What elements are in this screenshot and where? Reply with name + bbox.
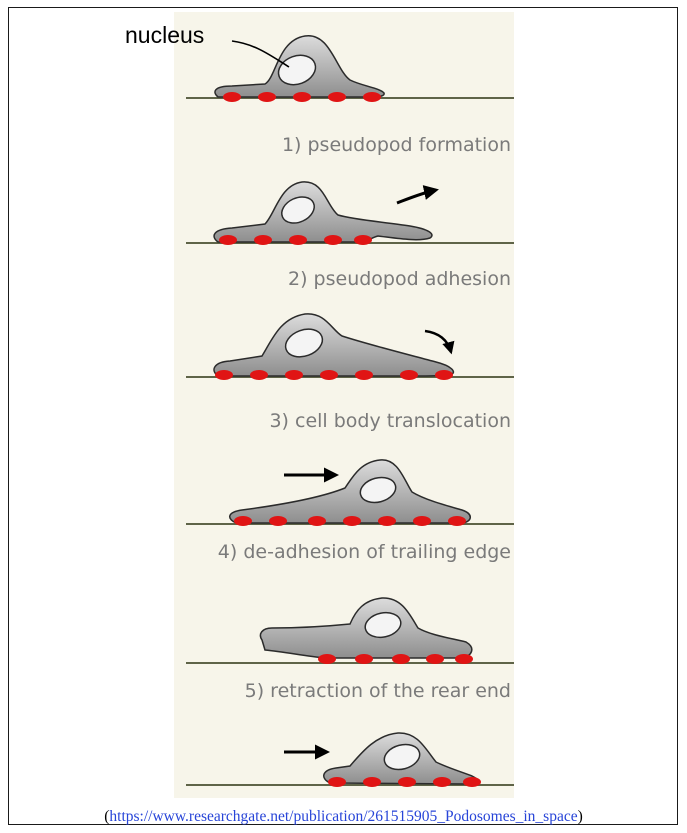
adhesion-dot xyxy=(223,92,241,102)
stage-5-retraction xyxy=(186,733,514,787)
step-label-2: 2) pseudopod adhesion xyxy=(288,268,511,290)
step-label-4: 4) de-adhesion of trailing edge xyxy=(218,541,511,563)
adhesion-dot xyxy=(463,777,481,787)
adhesion-dot xyxy=(433,777,451,787)
source-citation: (https://www.researchgate.net/publicatio… xyxy=(0,808,687,826)
nucleus-label: nucleus xyxy=(125,22,204,49)
adhesion-dot xyxy=(289,235,307,245)
adhesion-dot xyxy=(455,654,473,664)
adhesion-dot xyxy=(215,370,233,380)
adhesion-dot xyxy=(293,92,311,102)
adhesion-dot xyxy=(448,516,466,526)
cell-body xyxy=(214,182,432,242)
adhesion-dot xyxy=(328,777,346,787)
adhesion-dot xyxy=(324,235,342,245)
step-label-1: 1) pseudopod formation xyxy=(282,134,511,156)
source-link[interactable]: https://www.researchgate.net/publication… xyxy=(109,808,577,825)
stage-1-pseudopod-formation xyxy=(186,182,514,245)
adhesion-dot xyxy=(354,235,372,245)
adhesion-dot xyxy=(413,516,431,526)
stage-4-de-adhesion xyxy=(186,598,514,664)
adhesion-dot xyxy=(318,654,336,664)
adhesion-dot xyxy=(426,654,444,664)
adhesion-dot xyxy=(398,777,416,787)
adhesion-dot xyxy=(250,370,268,380)
adhesion-dot xyxy=(378,516,396,526)
adhesion-dot xyxy=(392,654,410,664)
adhesion-dot xyxy=(343,516,361,526)
step-label-5: 5) retraction of the rear end xyxy=(245,680,511,702)
arrow-icon xyxy=(397,190,436,203)
stage-0-initial xyxy=(186,36,514,102)
adhesion-dot xyxy=(355,370,373,380)
source-close-paren: ) xyxy=(578,808,583,825)
adhesion-dot xyxy=(285,370,303,380)
adhesion-dot xyxy=(328,92,346,102)
cell-body xyxy=(214,314,453,376)
adhesion-dot xyxy=(355,654,373,664)
adhesion-dot xyxy=(258,92,276,102)
adhesion-dot xyxy=(308,516,326,526)
adhesion-dot xyxy=(400,370,418,380)
adhesion-dot xyxy=(234,516,252,526)
cell-body xyxy=(230,460,471,523)
adhesion-dot xyxy=(363,777,381,787)
adhesion-dot xyxy=(435,370,453,380)
stage-2-pseudopod-adhesion xyxy=(186,314,514,380)
curved-arrow-icon xyxy=(425,331,451,352)
stage-3-cell-body-translocation xyxy=(186,460,514,526)
adhesion-dot xyxy=(320,370,338,380)
step-label-3: 3) cell body translocation xyxy=(269,410,511,432)
adhesion-dot xyxy=(254,235,272,245)
adhesion-dot xyxy=(269,516,287,526)
adhesion-dot xyxy=(363,92,381,102)
adhesion-dot xyxy=(219,235,237,245)
